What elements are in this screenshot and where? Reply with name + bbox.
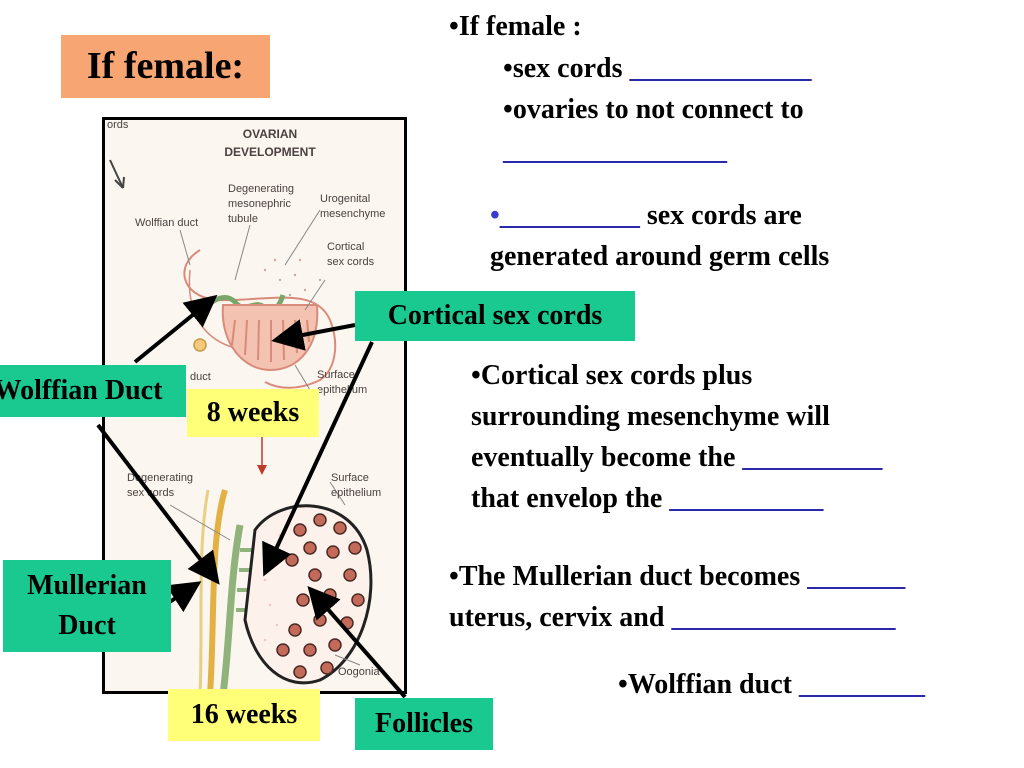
fig-label-epithelium: epithelium [317,384,367,396]
note-ovaries-blank: ________________ [503,130,727,171]
bullet: • [618,669,628,700]
label-16-weeks: 16 weeks [168,689,320,741]
fig-label-epithelium-lower: epithelium [331,487,381,499]
note-ovaries-text: ovaries to not connect to [512,94,804,125]
note-cortical-become: •Cortical sex cords plus surrounding mes… [471,355,882,519]
fig-label-mesenchyme: mesenchyme [320,208,385,220]
note-sex-cords-text: sex cords [512,53,630,84]
note-cortical-line1: Cortical sex cords plus [480,360,753,391]
bullet: • [490,200,500,231]
fig-label-degenerating: Degenerating [228,183,294,195]
note-mullerian-becomes: •The Mullerian duct becomes _______ uter… [449,556,905,638]
note-sex-cords-are: sex cords are [639,200,802,231]
label-mullerian-line1: Mullerian [27,570,147,601]
label-wolffian-duct: Wolffian Duct [0,365,186,417]
note-ovaries-connect: •ovaries to not connect to [503,89,804,130]
blank-sex-cords-type: __________ [499,200,640,231]
blank-mullerian-1: _______ [807,561,906,592]
note-wolffian-duct: •Wolffian duct _________ [618,664,925,705]
arrow-cortical-upper [271,319,356,351]
note-generated-line: generated around germ cells [490,241,830,272]
arrow-follicles [307,585,407,699]
label-cortical-sex-cords: Cortical sex cords [355,291,635,341]
fig-label-wolffian-duct: Wolffian duct [135,217,198,229]
fig-label-surface: Surface [317,369,355,381]
fig-label-cortical: Cortical [327,241,364,253]
note-wolffian-text: Wolffian duct [627,669,799,700]
fig-corner-text: ords [107,120,129,131]
note-cortical-line3: eventually become the [471,442,743,473]
note-cortical-line2: surrounding mesenchyme will [471,401,830,432]
blank-wolffian: _________ [798,669,925,700]
fig-label-surface-lower: Surface [331,472,369,484]
label-mullerian-duct: Mullerian Duct [3,560,171,652]
label-follicles: Follicles [355,698,493,750]
fig-label-urogenital: Urogenital [320,193,370,205]
note-sex-cords: •sex cords _____________ [503,48,811,89]
bullet: • [503,53,513,84]
label-8-weeks: 8 weeks [187,389,319,437]
note-if-female: •If female : [449,6,582,47]
arrow-cortical-lower [262,341,374,577]
bullet: • [449,561,459,592]
blank-sex-cords: _____________ [629,53,812,84]
fig-heading-1: OVARIAN [243,127,297,141]
fig-heading-2: DEVELOPMENT [224,145,316,159]
fig-label-sex-cords: sex cords [327,256,375,268]
fig-label-mesonephric: mesonephric [228,198,291,210]
blank-cortical-become: __________ [742,442,883,473]
fig-label-tubule: tubule [228,213,258,225]
fig-label-degenerating-lower: Degenerating [127,472,193,484]
arrow-wolffian-lower [96,423,220,585]
bullet: • [449,11,459,42]
note-if-female-text: If female : [458,11,582,42]
bullet: • [503,94,513,125]
slide-title: If female: [61,35,270,98]
fig-label-oogonia: Oogonia [338,666,380,678]
blank-mullerian-2: ________________ [671,602,896,633]
note-sex-cords-generated: •__________ sex cords are generated arou… [490,195,829,277]
note-mullerian-line2: uterus, cervix and [449,602,672,633]
fig-label-duct-fragment: duct [190,371,211,383]
bullet: • [471,360,481,391]
arrow-wolffian-upper [133,294,218,364]
label-wolffian-duct-text: Wolffian Duct [0,375,163,406]
blank-ovaries: ________________ [503,135,727,166]
label-mullerian-line2: Duct [58,610,116,641]
note-cortical-line4: that envelop the [471,483,670,514]
blank-cortical-envelop: ___________ [669,483,824,514]
note-mullerian-line1: The Mullerian duct becomes [458,561,808,592]
